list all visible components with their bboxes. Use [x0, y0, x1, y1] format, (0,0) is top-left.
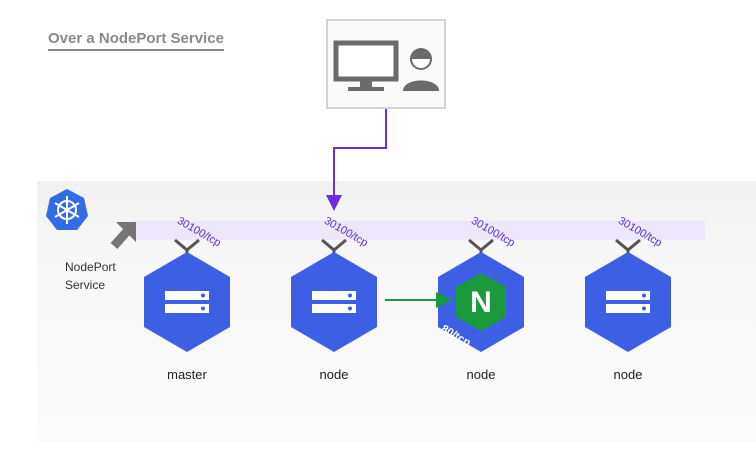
nginx-icon: [456, 273, 506, 331]
node-label-master: master: [167, 367, 207, 382]
nodeport-arrow-icon: [110, 222, 136, 249]
node-label-2: node: [466, 367, 496, 382]
node-master: [144, 252, 230, 352]
service-label-line1: NodePort: [65, 260, 116, 274]
nodeport-service-label: NodePort Service: [65, 258, 135, 294]
node-label-3: node: [613, 367, 643, 382]
diagram-title: Over a NodePort Service: [48, 30, 224, 51]
server-icon: [165, 291, 209, 313]
user-icon: [403, 48, 439, 91]
client-box: [326, 19, 446, 109]
server-icon: [312, 291, 356, 313]
kubernetes-logo-icon: [46, 189, 88, 230]
node-2: [438, 252, 524, 352]
service-band: [133, 221, 705, 240]
service-label-line2: Service: [65, 278, 106, 292]
node-3: [585, 252, 671, 352]
node-label-1: node: [319, 367, 349, 382]
node-1: [291, 252, 377, 352]
pod-letter: N: [470, 286, 492, 319]
server-icon: [606, 291, 650, 313]
traffic-arrow: [326, 109, 387, 211]
monitor-icon: [333, 40, 399, 91]
